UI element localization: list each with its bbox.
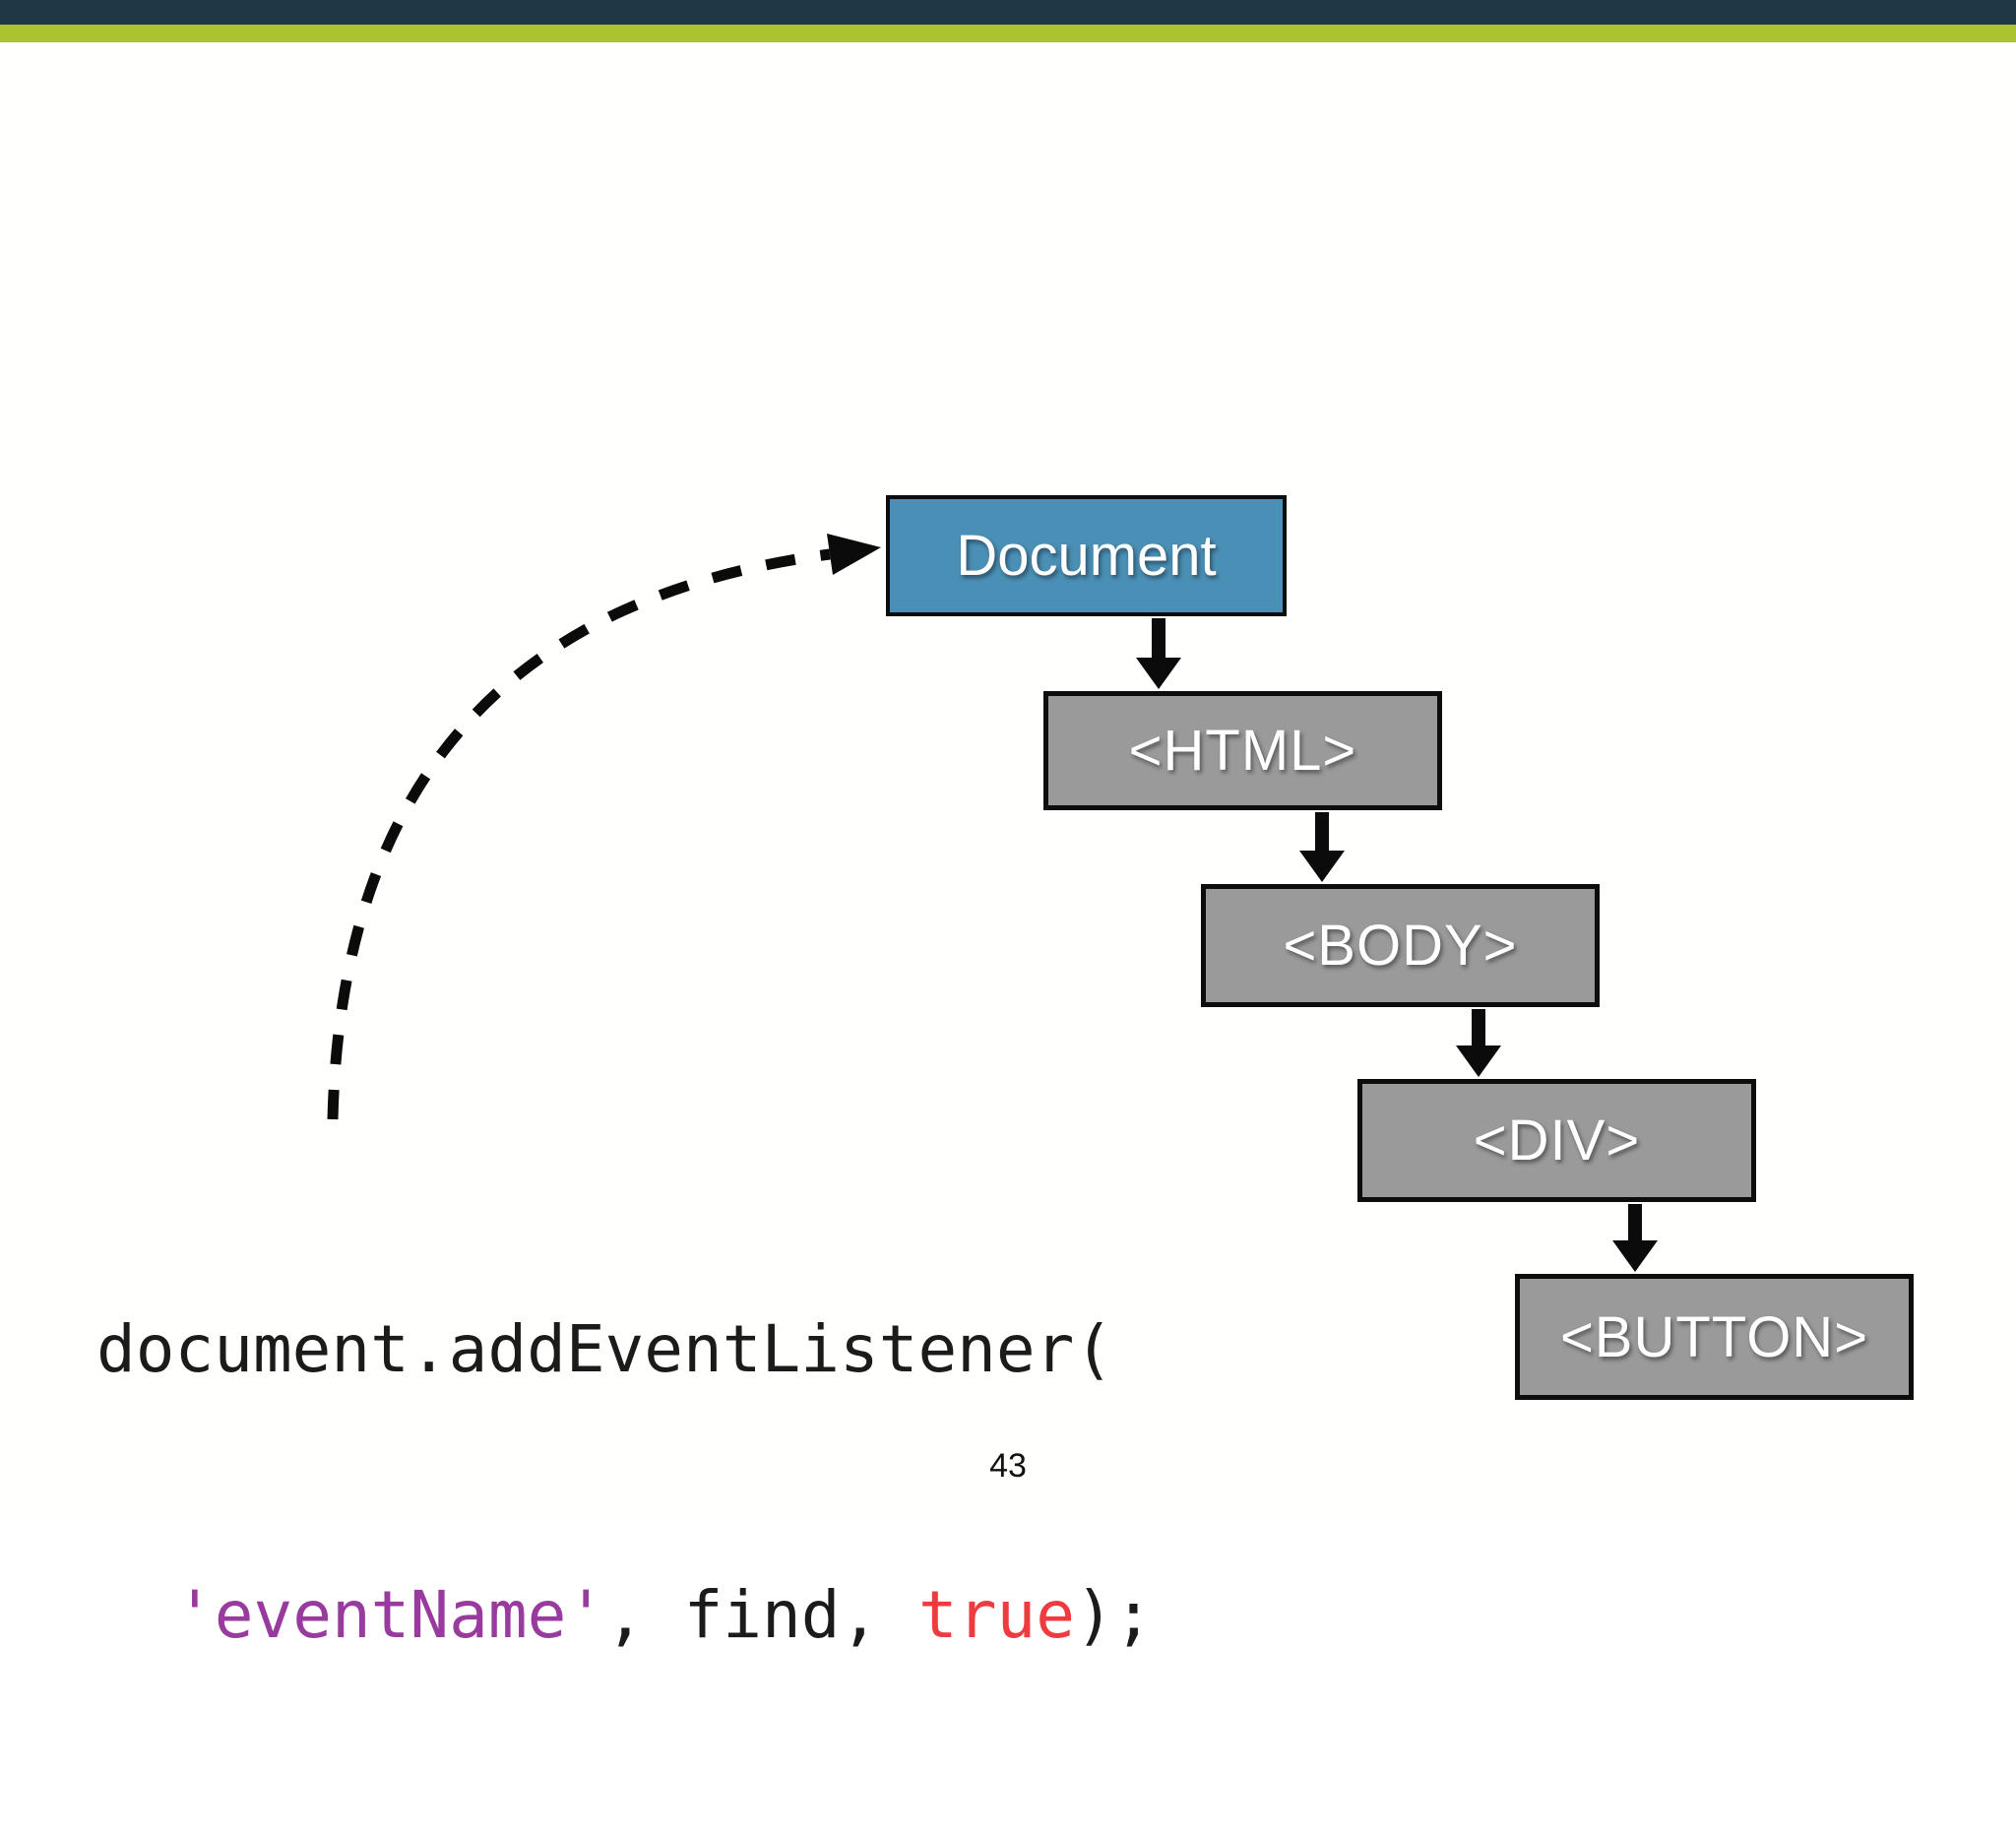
node-document-label: Document (956, 524, 1217, 588)
code-event-name: 'eventName' (175, 1577, 606, 1653)
header-bar-navy (0, 0, 2016, 25)
arrow-html-to-body-icon (1299, 812, 1345, 882)
header-bar-green (0, 25, 2016, 42)
node-button: <BUTTON> (1515, 1274, 1914, 1400)
capture-dashed-arrow-icon (327, 534, 881, 1120)
code-line-2: 'eventName', find, true); (96, 1571, 1153, 1660)
arrow-body-to-div-icon (1456, 1009, 1501, 1077)
arrow-document-to-html-icon (1136, 618, 1181, 689)
arrow-div-to-button-icon (1612, 1204, 1658, 1272)
page-number: 43 (989, 1447, 1027, 1485)
code-capture-flag: true (917, 1577, 1075, 1653)
node-div: <DIV> (1357, 1079, 1756, 1202)
code-close-paren: ); (1074, 1577, 1154, 1653)
node-html-label: <HTML> (1128, 719, 1357, 783)
slide-canvas: Document <HTML> <BODY> <DIV> <BUTTON> do… (0, 0, 2016, 1653)
node-body-label: <BODY> (1283, 914, 1518, 978)
code-call: document.addEventListener( (96, 1311, 1114, 1387)
node-body: <BODY> (1201, 884, 1600, 1007)
node-button-label: <BUTTON> (1559, 1304, 1869, 1369)
code-line-1: document.addEventListener( (96, 1305, 1153, 1394)
code-middle-args: , find, (605, 1577, 918, 1653)
arrow-layer (327, 534, 1658, 1272)
node-div-label: <DIV> (1473, 1109, 1641, 1172)
node-html: <HTML> (1043, 691, 1442, 810)
node-document: Document (886, 495, 1287, 616)
